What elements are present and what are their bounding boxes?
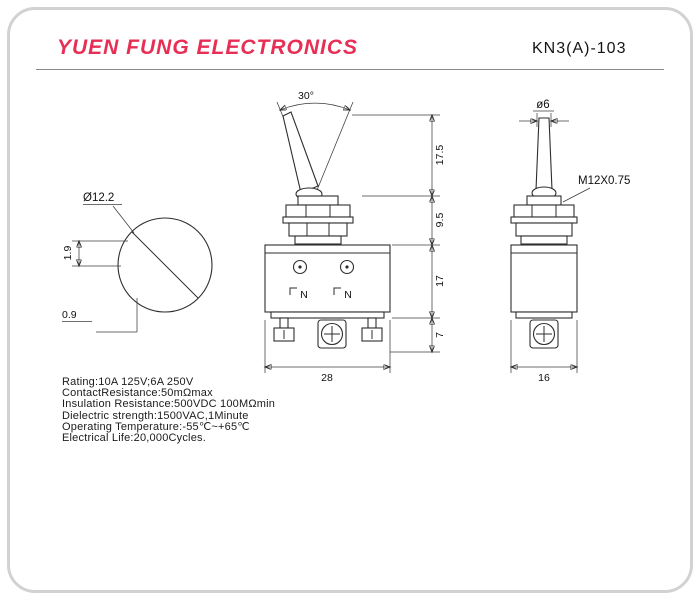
front-view: 30° bbox=[265, 90, 446, 384]
top-step-label: 0.9 bbox=[62, 309, 77, 321]
spec-line-operating-temperature: Operating Temperature:-55℃~+65℃ bbox=[62, 420, 250, 433]
side-width-dimension: 16 bbox=[511, 320, 577, 384]
top-view-step-dimension: 0.9 bbox=[62, 298, 138, 333]
spec-line-rating: Rating:10A 125V;6A 250V bbox=[62, 376, 194, 388]
side-view: ø6 M12X0.75 bbox=[511, 99, 630, 384]
terminal-label-right: N bbox=[344, 289, 352, 301]
dim-body-height: 17 bbox=[434, 275, 446, 287]
spec-list: Rating:10A 125V;6A 250V ContactResistanc… bbox=[62, 376, 276, 445]
dim-lever-height: 17.5 bbox=[434, 145, 446, 166]
front-width-dimension: 28 bbox=[265, 320, 390, 384]
spec-line-dielectric-strength: Dielectric strength:1500VAC,1Minute bbox=[62, 409, 249, 422]
top-view-outline bbox=[117, 217, 213, 313]
front-height-dimension-chain bbox=[352, 115, 440, 352]
thread-label: M12X0.75 bbox=[578, 175, 630, 187]
top-view: Ø12.2 1.9 0.9 bbox=[62, 192, 213, 333]
side-body bbox=[510, 244, 578, 319]
angle-label: 30° bbox=[298, 90, 314, 102]
dim-terminal-height: 7 bbox=[434, 332, 446, 338]
dim-side-width: 16 bbox=[538, 372, 550, 384]
top-view-diameter-dimension: Ø12.2 bbox=[83, 192, 135, 234]
part-number: KN3(A)-103 bbox=[532, 40, 627, 57]
terminal-label-left: N bbox=[300, 289, 308, 301]
thread-callout: M12X0.75 bbox=[562, 175, 630, 203]
top-diameter-label: Ø12.2 bbox=[83, 192, 114, 204]
front-body: N N bbox=[264, 244, 391, 319]
front-terminals bbox=[273, 317, 383, 349]
dim-bushing-height: 9.5 bbox=[434, 213, 446, 228]
top-view-flat-dimension: 1.9 bbox=[62, 241, 128, 266]
spec-line-insulation-resistance: Insulation Resistance:500VDC 100MΩmin bbox=[62, 398, 276, 411]
spec-line-contact-resistance: ContactResistance:50mΩmax bbox=[62, 387, 213, 400]
company-name: YUEN FUNG ELECTRONICS bbox=[57, 36, 359, 59]
side-lever bbox=[531, 117, 557, 200]
dim-body-width: 28 bbox=[321, 372, 333, 384]
side-terminal-screw bbox=[529, 319, 559, 349]
lever-diameter-dimension: ø6 bbox=[519, 99, 569, 127]
front-bushing-stack bbox=[282, 195, 354, 245]
side-bushing-stack bbox=[510, 195, 578, 245]
front-lever bbox=[282, 111, 323, 201]
lever-diameter-label: ø6 bbox=[536, 99, 549, 111]
header-divider bbox=[36, 69, 664, 70]
top-flat-label: 1.9 bbox=[62, 246, 74, 261]
spec-line-electrical-life: Electrical Life:20,000Cycles. bbox=[62, 432, 206, 445]
